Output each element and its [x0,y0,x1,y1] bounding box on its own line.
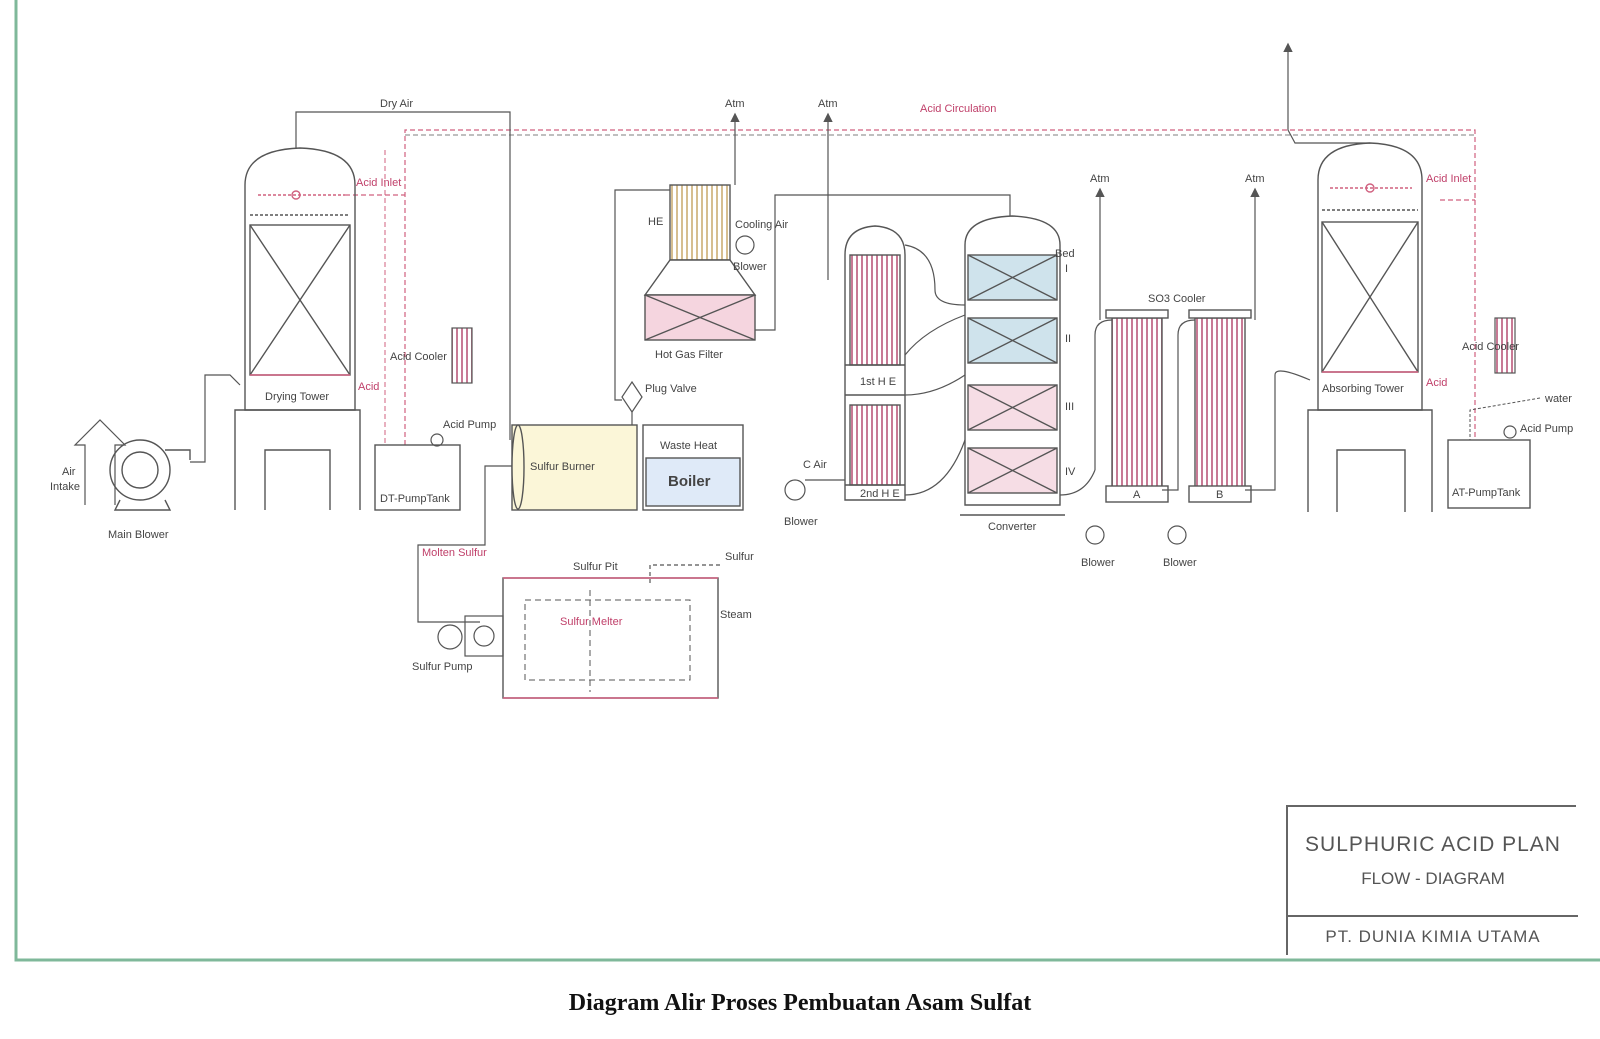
filter-out-line [755,194,1011,331]
acid-cooler-1 [451,327,473,384]
acid-circulation-label: Acid Circulation [920,103,996,115]
water-line [1469,397,1541,440]
title-block-divider [1288,915,1578,917]
at-pump-tank-label: AT-PumpTank [1452,487,1521,499]
cooling-air-label: Cooling Air [735,219,789,231]
bed-2-label: II [1065,333,1071,345]
steam-label: Steam [720,609,752,621]
bed-4-label: IV [1065,466,1076,478]
hot-gas-filter [643,184,757,341]
sulfur-melter-label: Sulfur Melter [560,616,623,628]
cooler-piping [1094,319,1311,491]
bed-label: Bed [1055,248,1075,260]
bed-1-label: I [1065,263,1068,275]
sulfur-burner-label: Sulfur Burner [530,461,595,473]
figure-caption: Diagram Alir Proses Pembuatan Asam Sulfa… [568,990,1032,1016]
acid-inlet-label: Acid Inlet [356,177,401,189]
plug-valve-icon [621,380,643,414]
blower-a-label: Blower [1081,557,1115,569]
c-air-label: C Air [803,459,827,471]
he1-label: 1st H E [860,376,896,388]
cooler-b-label: B [1216,489,1223,501]
so3-cooler-b [1188,309,1252,503]
blower-a-icon [1085,525,1105,545]
at-pump-tank [1447,439,1531,509]
converter-he-piping [904,244,1096,496]
page-border [14,0,1600,962]
boiler-label: Boiler [668,473,711,490]
plug-valve-label: Plug Valve [645,383,697,395]
cooler-a-label: A [1133,489,1141,501]
dt-pump-tank [374,444,461,511]
sulfur-pump-icon [437,615,504,657]
acid-pump-1-label: Acid Pump [443,419,496,431]
so3-cooler-label: SO3 Cooler [1148,293,1206,305]
acid-cooler-2-label: Acid Cooler [1462,341,1519,353]
waste-heat-boiler [642,424,744,511]
acid-pump-2-icon [1503,425,1517,439]
absorber-exhaust-line [1283,42,1370,144]
acid-pump-2-label: Acid Pump [1520,423,1573,435]
converter-label: Converter [988,521,1037,533]
sulfur-feed-line [649,564,720,585]
molten-sulfur-line [417,465,512,623]
atm-3-label: Atm [1090,173,1110,185]
sulfur-burner [511,424,638,511]
drying-tower-label: Drying Tower [265,391,329,403]
acid-inlet-2-label: Acid Inlet [1426,173,1471,185]
air-intake-label: Air [62,466,76,478]
acid-pump-1-icon [430,433,444,447]
sulfur-pump-label: Sulfur Pump [412,661,473,673]
air-feed-line [190,374,241,463]
acid-cooler-1-label: Acid Cooler [390,351,447,363]
absorbing-tower-label: Absorbing Tower [1322,383,1404,395]
title-block-diagram: FLOW - DIAGRAM [1361,869,1505,888]
heat-exchangers [844,225,906,501]
sulfur-pit-label: Sulfur Pit [573,561,618,573]
blower-he-icon [784,479,806,501]
sulfur-pit [502,577,719,699]
main-blower-label: Main Blower [108,529,169,541]
blower-b-icon [1167,525,1187,545]
water-label: water [1544,393,1572,405]
atm-4-label: Atm [1245,173,1265,185]
dry-air-label: Dry Air [380,98,413,110]
waste-heat-label: Waste Heat [660,440,717,452]
acid-outlet-label: Acid [358,381,379,393]
blower-he-label: Blower [784,516,818,528]
blower-b-label: Blower [1163,557,1197,569]
sulfur-label: Sulfur [725,551,754,563]
main-blower-icon [109,439,191,511]
title-block: SULPHURIC ACID PLAN FLOW - DIAGRAM PT. D… [1286,805,1578,955]
absorbing-tower [1307,142,1433,512]
dry-air-line [295,111,511,440]
title-block-plant: SULPHURIC ACID PLAN [1305,833,1561,856]
acid-2-label: Acid [1426,377,1447,389]
blower-top-label: Blower [733,261,767,273]
atm-2-label: Atm [818,98,838,110]
hot-gas-filter-label: Hot Gas Filter [655,349,723,361]
air-intake-icon [73,419,127,505]
dt-pump-tank-label: DT-PumpTank [380,493,450,505]
acid-circulation-line [345,129,1476,445]
filter-bypass-line [614,189,670,401]
bed-3-label: III [1065,401,1074,413]
drying-tower [234,147,361,510]
converter [960,215,1065,516]
he2-label: 2nd H E [860,488,900,500]
title-block-company: PT. DUNIA KIMIA UTAMA [1325,927,1541,946]
so3-cooler-a [1105,309,1169,503]
he-label: HE [648,216,663,228]
air-intake-label-2: Intake [50,481,80,493]
atm-1-label: Atm [725,98,745,110]
acid-cooler-2 [1494,317,1516,374]
molten-sulfur-label: Molten Sulfur [422,547,487,559]
blower-top-icon [735,235,755,255]
